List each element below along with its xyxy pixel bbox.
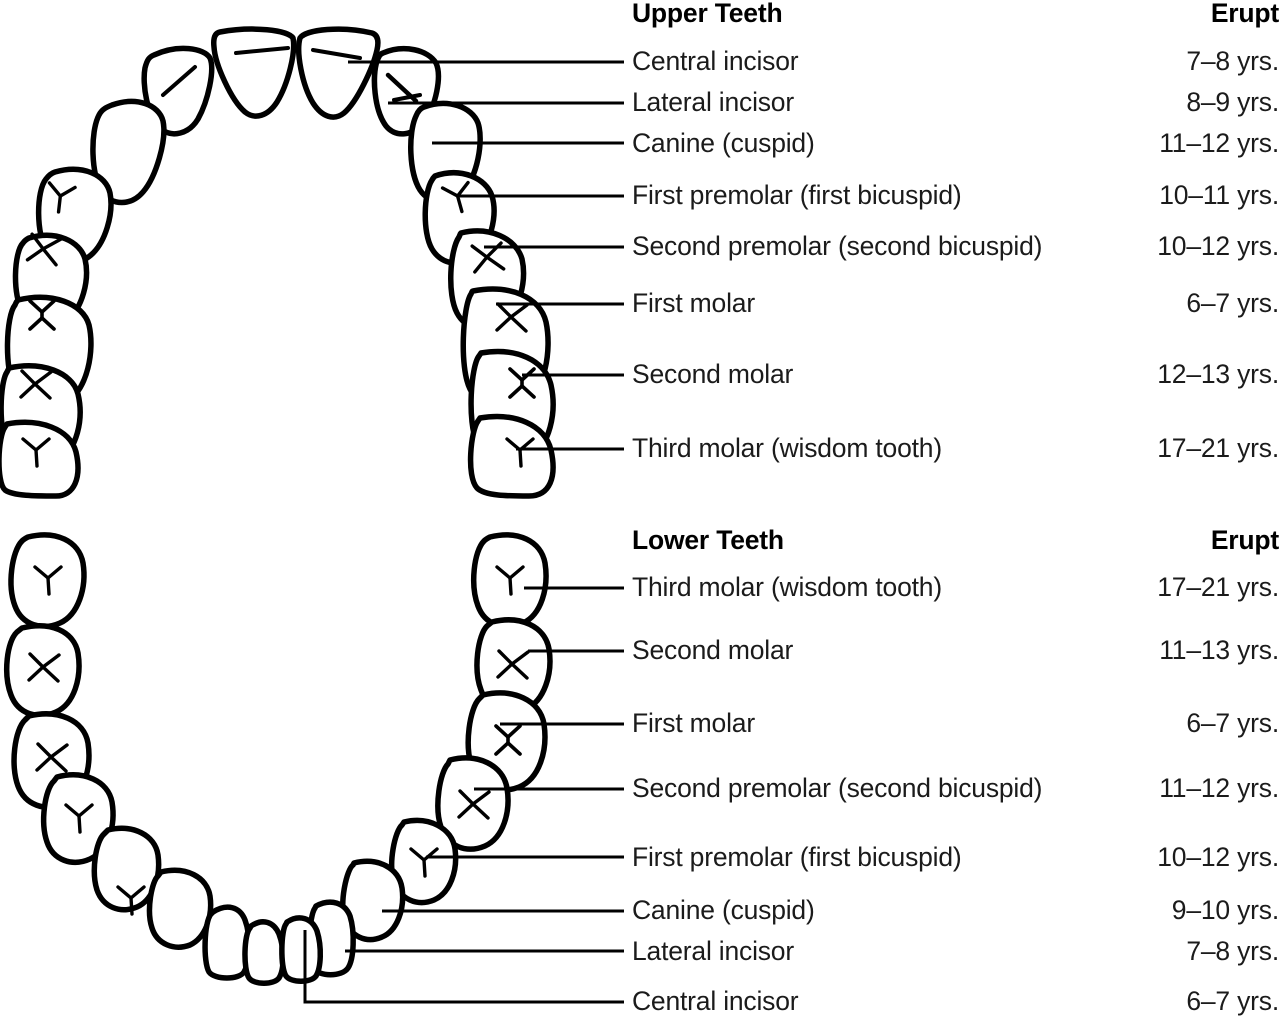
tooth-lower-second-premolar-left [40, 772, 116, 865]
upper-tooth-erupt: 17–21 yrs. [1157, 433, 1279, 463]
lower-tooth-name: First premolar (first bicuspid) [632, 842, 962, 872]
tooth-upper-lateral-incisor-right [371, 46, 442, 137]
upper-table-name-header: Upper Teeth [632, 0, 783, 28]
upper-tooth-erupt: 12–13 yrs. [1157, 359, 1279, 389]
tooth-upper-central-incisor-left [211, 26, 297, 119]
upper-tooth-name: Lateral incisor [632, 87, 794, 117]
tooth-lower-first-molar-left [11, 711, 92, 810]
tooth-lower-third-molar-right [471, 532, 549, 630]
lower-tooth-name: Second molar [632, 635, 794, 665]
tooth-lower-second-premolar-right [435, 755, 511, 852]
upper-tooth-erupt: 10–12 yrs. [1157, 231, 1279, 261]
tooth-upper-second-premolar-left [12, 232, 90, 330]
tooth-lower-second-molar-right [474, 617, 553, 715]
upper-arch-teeth [0, 26, 556, 499]
tooth-lower-lateral-incisor-left [202, 904, 252, 981]
tooth-lower-central-incisor-right [279, 915, 323, 984]
lower-arch-teeth [4, 532, 553, 986]
upper-tooth-erupt: 6–7 yrs. [1186, 288, 1279, 318]
upper-arch-tooth-grooves [19, 46, 536, 468]
tooth-lower-second-molar-left [4, 623, 82, 719]
lower-arch-tooth-grooves [27, 565, 530, 916]
tooth-upper-lateral-incisor-left [141, 45, 215, 137]
upper-table-erupt-header: Erupt [1210, 0, 1279, 28]
tooth-upper-second-molar-left [0, 363, 83, 470]
tooth-upper-second-premolar-right [448, 228, 527, 332]
tooth-upper-first-molar-left [4, 294, 94, 411]
lower-tooth-erupt: 11–13 yrs. [1159, 635, 1279, 665]
tooth-upper-third-molar-left [0, 419, 81, 499]
lower-tooth-erupt: 6–7 yrs. [1186, 708, 1279, 738]
upper-tooth-name: First premolar (first bicuspid) [632, 180, 962, 210]
tooth-upper-first-premolar-left [35, 166, 114, 266]
tooth-lower-first-molar-right [465, 690, 548, 793]
upper-tooth-name: First molar [632, 288, 755, 318]
tooth-lower-first-premolar-right [388, 817, 459, 906]
lower-tooth-name: Lateral incisor [632, 936, 794, 966]
tooth-upper-second-molar-right [468, 348, 556, 467]
lower-tooth-erupt: 9–10 yrs. [1171, 895, 1279, 925]
tooth-lower-lateral-incisor-right [306, 899, 356, 978]
leader-lower-central-incisor [303, 930, 624, 1004]
tooth-upper-central-incisor-right [296, 26, 381, 120]
lower-tooth-name: Central incisor [632, 986, 799, 1016]
tooth-upper-first-molar-right [460, 286, 551, 412]
upper-tooth-erupt: 7–8 yrs. [1186, 46, 1279, 76]
upper-tooth-erupt: 10–11 yrs. [1159, 180, 1279, 210]
tooth-lower-canine-left [146, 867, 214, 950]
tooth-lower-third-molar-left [8, 532, 87, 630]
upper-tooth-erupt: 11–12 yrs. [1159, 128, 1279, 158]
lower-table-name-header: Lower Teeth [632, 525, 784, 555]
lower-tooth-name: Second premolar (second bicuspid) [632, 773, 1043, 803]
tooth-lower-central-incisor-left [242, 919, 286, 986]
tooth-lower-first-premolar-left [91, 825, 162, 913]
lower-tooth-name: Third molar (wisdom tooth) [632, 572, 942, 602]
upper-tooth-name: Second premolar (second bicuspid) [632, 231, 1043, 261]
upper-tooth-name: Canine (cuspid) [632, 128, 815, 158]
upper-tooth-name: Third molar (wisdom tooth) [632, 433, 942, 463]
lower-tooth-erupt: 6–7 yrs. [1186, 986, 1279, 1016]
lower-tooth-erupt: 17–21 yrs. [1157, 572, 1279, 602]
upper-tooth-erupt: 8–9 yrs. [1186, 87, 1279, 117]
lower-tooth-erupt: 11–12 yrs. [1159, 773, 1279, 803]
lower-tooth-erupt: 7–8 yrs. [1186, 936, 1279, 966]
tooth-upper-third-molar-right [467, 413, 556, 499]
lower-tooth-erupt: 10–12 yrs. [1157, 842, 1279, 872]
lower-tooth-name: First molar [632, 708, 755, 738]
lower-table-erupt-header: Erupt [1210, 525, 1279, 555]
leader-lines [303, 60, 624, 1004]
lower-tooth-name: Canine (cuspid) [632, 895, 815, 925]
tooth-upper-canine-left [90, 98, 167, 206]
tooth-upper-first-premolar-right [422, 170, 497, 266]
tooth-upper-canine-right [408, 100, 483, 205]
tooth-lower-canine-right [340, 858, 406, 943]
upper-tooth-name: Central incisor [632, 46, 799, 76]
upper-tooth-name: Second molar [632, 359, 794, 389]
